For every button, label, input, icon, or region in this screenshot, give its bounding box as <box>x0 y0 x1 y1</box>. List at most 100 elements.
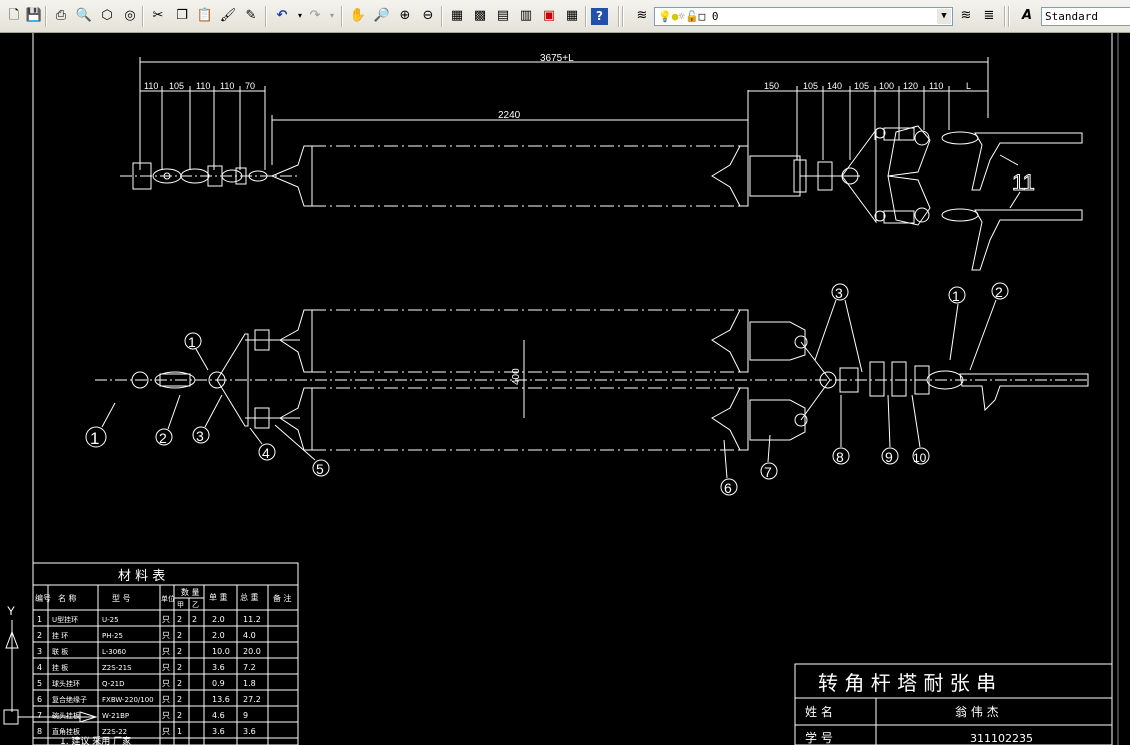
h-w1: 单 重 <box>209 592 228 602</box>
materials-cell-a: 2 <box>177 615 182 624</box>
plot-preview-icon[interactable]: 🔍 <box>75 8 93 23</box>
title-block: 转 角 杆 塔 耐 张 串 姓 名 翁 伟 杰 学 号 311102235 <box>794 663 1113 745</box>
publish-icon[interactable]: ⬡ <box>101 8 113 23</box>
materials-cell-a: 2 <box>177 711 182 720</box>
3d-dwf-icon[interactable]: ◎ <box>124 8 136 23</box>
drawing-canvas[interactable]: 3675+L 110 105 110 110 70 2240 150 105 1… <box>0 33 1130 745</box>
pan-icon[interactable]: ✋ <box>349 8 367 23</box>
calculator-icon[interactable]: ▦ <box>565 8 579 23</box>
materials-cell-a: 2 <box>177 695 182 704</box>
layer-combo[interactable]: 💡●☼🔓□ 0 ▼ <box>654 7 953 26</box>
sheet-set-icon[interactable]: ▥ <box>519 8 533 23</box>
callout-1: 1 <box>90 429 99 448</box>
materials-cell-unit: 只 <box>162 695 170 704</box>
h-model: 型 号 <box>112 594 131 603</box>
id-label: 学 号 <box>805 730 833 745</box>
freeze-vp-icon: ☼ <box>678 10 685 23</box>
h-name: 名 称 <box>58 593 77 603</box>
save-icon[interactable]: 💾 <box>25 8 43 23</box>
undo-icon[interactable]: ↶ <box>276 8 288 23</box>
dim-70: 70 <box>245 81 255 91</box>
undo-dropdown-icon[interactable]: ▾ <box>297 11 302 20</box>
layer-previous-icon[interactable]: ≣ <box>983 8 995 23</box>
lightbulb-icon: 💡 <box>658 10 672 23</box>
h-no: 编号 <box>35 593 51 603</box>
color-swatch-icon: □ <box>698 10 706 23</box>
materials-cell-w1: 4.6 <box>212 711 225 720</box>
materials-cell-model: L-3060 <box>102 648 126 656</box>
dim-110-c: 110 <box>220 81 234 91</box>
dim-l: L <box>966 81 971 91</box>
dim-400: 400 <box>511 368 522 385</box>
layer-manager-icon[interactable]: ≋ <box>636 8 648 23</box>
block-editor-icon[interactable]: ✎ <box>245 8 257 23</box>
materials-cell-model: FXBW-220/100 <box>102 696 154 704</box>
tool-palettes-icon[interactable]: ▤ <box>496 8 510 23</box>
redo-dropdown-icon[interactable]: ▾ <box>329 11 334 20</box>
dim-110-d: 110 <box>929 81 943 91</box>
zoom-realtime-icon[interactable]: 🔎 <box>373 8 391 23</box>
materials-cell-no: 2 <box>37 631 42 640</box>
text-style-value: Standard <box>1045 10 1098 23</box>
materials-cell-model: Z2S-22 <box>102 728 127 736</box>
zoom-window-icon[interactable]: ⊕ <box>399 8 411 23</box>
properties-icon[interactable]: ▦ <box>450 8 464 23</box>
dim-2240: 2240 <box>498 110 521 121</box>
materials-cell-a: 2 <box>177 679 182 688</box>
new-icon[interactable]: 🗋 <box>8 8 20 23</box>
materials-cell-w1: 2.0 <box>212 615 225 624</box>
materials-cell-name: 碗头挂板 <box>52 711 80 720</box>
materials-cell-model: PH-25 <box>102 632 123 640</box>
text-style-combo[interactable]: Standard <box>1041 7 1130 26</box>
ucs-y-label: Y <box>7 604 15 618</box>
materials-cell-name: 直角挂板 <box>52 727 80 736</box>
h-qty-b: 乙 <box>192 601 199 609</box>
front-view: 400 <box>95 309 1090 451</box>
materials-cell-name: 复合绝缘子 <box>52 695 87 704</box>
print-icon[interactable]: ⎙ <box>55 8 67 23</box>
materials-cell-model: W-21BP <box>102 712 129 720</box>
materials-cell-no: 1 <box>37 615 42 624</box>
materials-cell-a: 1 <box>177 727 182 736</box>
name-value: 翁 伟 杰 <box>955 705 999 719</box>
h-unit: 单位 <box>161 594 175 603</box>
markup-icon[interactable]: ▣ <box>542 8 556 23</box>
cut-icon[interactable]: ✂ <box>152 8 164 23</box>
materials-cell-a: 2 <box>177 631 182 640</box>
materials-cell-w2: 20.0 <box>243 647 261 656</box>
materials-cell-w1: 2.0 <box>212 631 225 640</box>
h-w2: 总 重 <box>240 592 259 602</box>
id-value: 311102235 <box>970 732 1033 745</box>
materials-cell-w1: 13.6 <box>212 695 230 704</box>
redo-icon[interactable]: ↷ <box>309 8 321 23</box>
chevron-down-icon[interactable]: ▼ <box>937 9 951 24</box>
dim-105-c: 105 <box>854 81 869 91</box>
dim-100: 100 <box>879 81 894 91</box>
text-style-icon[interactable]: A <box>1021 8 1033 23</box>
help-icon[interactable]: ? <box>591 8 608 25</box>
materials-cell-no: 8 <box>37 727 42 736</box>
materials-cell-name: 联 板 <box>52 647 68 656</box>
materials-cell-b: 2 <box>192 615 197 624</box>
make-current-icon[interactable]: ≋ <box>960 8 972 23</box>
dim-110-b: 110 <box>196 81 210 91</box>
design-center-icon[interactable]: ▩ <box>473 8 487 23</box>
materials-cell-unit: 只 <box>162 727 170 736</box>
front-callouts: 1 2 3 1 4 5 6 7 8 9 10 3 1 2 <box>85 282 1009 496</box>
copy-icon[interactable]: ❐ <box>176 8 188 23</box>
callout-3c: 3 <box>835 285 843 301</box>
materials-cell-no: 4 <box>37 663 42 672</box>
dim-105-b: 105 <box>803 81 818 91</box>
h-note: 备 注 <box>273 593 292 603</box>
callout-1c: 1 <box>952 288 960 304</box>
materials-table: 材 料 表 编号 名 称 型 号 单位 数 量 甲 乙 单 重 总 重 备 注 … <box>32 562 299 745</box>
match-properties-icon[interactable]: 🖌 <box>219 8 237 23</box>
materials-cell-unit: 只 <box>162 615 170 624</box>
materials-cell-w2: 3.6 <box>243 727 256 736</box>
standard-toolbar: 🗋 💾 ⎙ 🔍 ⬡ ◎ ✂ ❐ 📋 🖌 ✎ ↶ ▾ ↷ ▾ ✋ 🔎 ⊕ ⊖ ▦ … <box>0 0 1130 33</box>
materials-cell-no: 3 <box>37 647 42 656</box>
materials-cell-no: 6 <box>37 695 42 704</box>
zoom-previous-icon[interactable]: ⊖ <box>422 8 434 23</box>
paste-icon[interactable]: 📋 <box>196 8 214 23</box>
materials-cell-name: 球头挂环 <box>52 679 80 688</box>
